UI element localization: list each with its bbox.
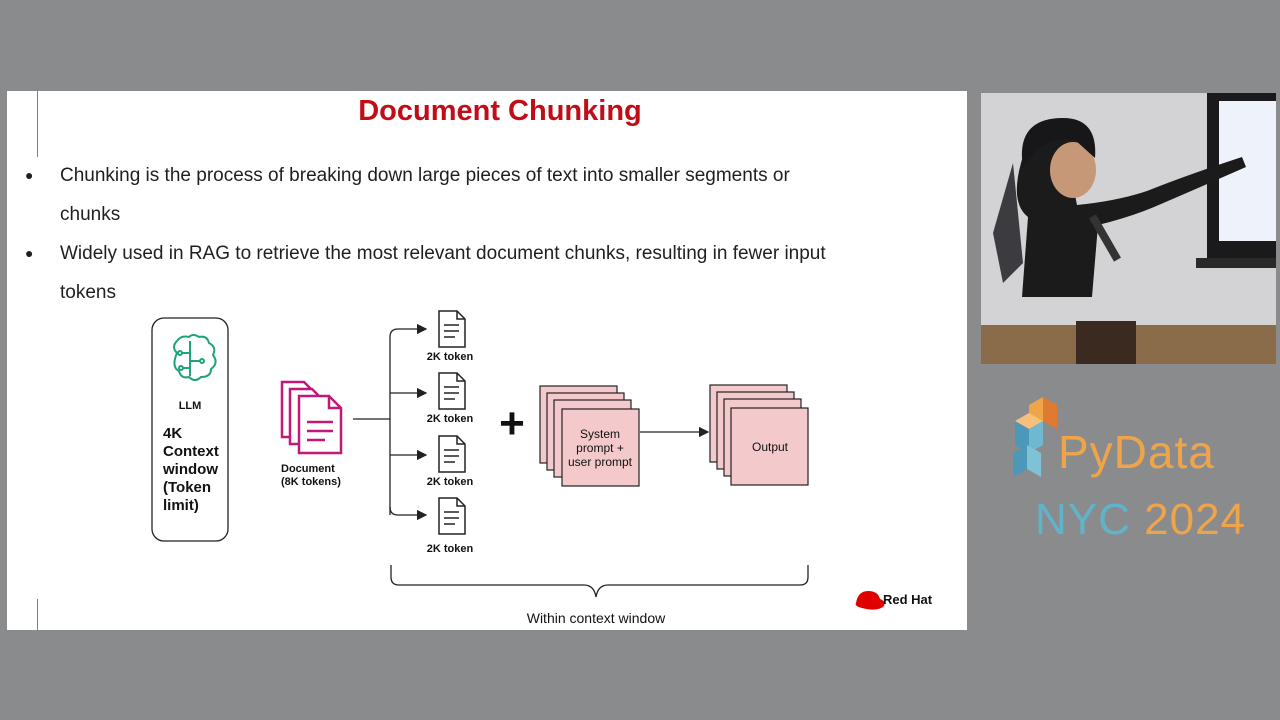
chunk-label: 2K token <box>427 543 474 555</box>
context-window-brace <box>390 565 809 598</box>
prompt-label: user prompt <box>568 455 633 469</box>
pydata-cube-icon <box>1013 397 1057 477</box>
brain-chip-icon <box>173 334 217 381</box>
bullet-line: Widely used in RAG to retrieve the most … <box>60 243 826 264</box>
bullet-dot: ● <box>25 245 34 261</box>
context-line: (Token <box>163 479 211 496</box>
chunk-label: 2K token <box>427 351 474 363</box>
slide-edge-line-top <box>37 91 38 157</box>
slide-edge-line-bottom <box>37 599 38 630</box>
redhat-wordmark: Red Hat <box>883 592 933 607</box>
output-card-stack <box>709 384 809 486</box>
bullet-line: tokens <box>60 282 116 303</box>
presenter-video <box>981 93 1276 364</box>
plus-sign: + <box>499 399 525 448</box>
pydata-brand: PyData <box>1058 426 1215 478</box>
chunk-label: 2K token <box>427 476 474 488</box>
bullet-item: ● Chunking is the process of breaking do… <box>25 156 945 234</box>
context-line: window <box>162 461 218 478</box>
chunk-doc-icon <box>438 310 466 348</box>
pydata-event-city: NYC <box>1035 495 1131 544</box>
chunk-doc-icon <box>438 372 466 410</box>
bullet-item: ● Widely used in RAG to retrieve the mos… <box>25 234 945 312</box>
context-line: limit) <box>163 497 199 514</box>
brace-label: Within context window <box>527 610 666 626</box>
branch-connector <box>353 323 428 521</box>
prompt-label: prompt + <box>576 441 624 455</box>
bullet-line: chunks <box>60 204 121 225</box>
document-label: Document <box>281 463 335 475</box>
context-line: 4K <box>163 425 182 442</box>
llm-box: LLM 4K Context window (Token limit) <box>151 317 229 542</box>
context-line: Context <box>163 443 219 460</box>
chunking-diagram: LLM 4K Context window (Token limit) Docu… <box>151 310 933 626</box>
document-stack-icon <box>280 380 343 455</box>
slide: Document Chunking ● Chunking is the proc… <box>7 91 967 630</box>
presenter-video-feed-icon <box>981 93 1276 364</box>
prompt-card-stack <box>539 385 640 487</box>
chunk-doc-icon <box>438 497 466 535</box>
chunk-label: 2K token <box>427 413 474 425</box>
pydata-event: NYC 2024 <box>1035 495 1246 545</box>
document-label: (8K tokens) <box>281 476 341 488</box>
prompt-label: System <box>580 427 620 441</box>
slide-title: Document Chunking <box>358 95 642 127</box>
pydata-event-year: 2024 <box>1144 495 1247 544</box>
redhat-logo: Red Hat <box>855 591 933 610</box>
chunk-doc-icon <box>438 435 466 473</box>
bullet-dot: ● <box>25 167 34 183</box>
bullet-line: Chunking is the process of breaking down… <box>60 165 790 186</box>
llm-label: LLM <box>179 400 202 412</box>
output-label: Output <box>752 440 789 454</box>
